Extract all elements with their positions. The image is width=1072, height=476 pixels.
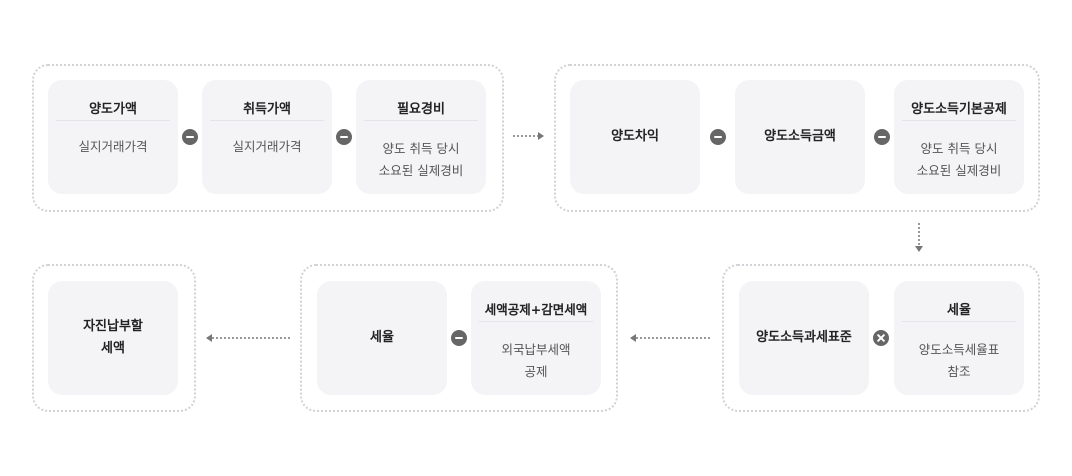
card-acquisition-price: 취득가액 실지거래가격 xyxy=(202,80,332,194)
card-transfer-gain: 양도차익 xyxy=(570,80,700,194)
card-title: 양도소득과세표준 xyxy=(756,330,852,345)
divider xyxy=(210,120,324,121)
card-tax-rate-2: 세율 xyxy=(317,281,447,395)
card-tax-base: 양도소득과세표준 xyxy=(739,281,869,395)
card-basic-deduction: 양도소득기본공제 양도 취득 당시 소요된 실제경비 xyxy=(894,80,1024,194)
divider xyxy=(479,321,593,322)
card-sub: 양도 취득 당시 소요된 실제경비 xyxy=(894,138,1024,182)
dotted-arrow-left-icon xyxy=(206,334,290,342)
card-title: 양도소득금액 xyxy=(764,129,836,144)
card-sub: 양도소득세율표 참조 xyxy=(894,339,1024,383)
sub-line: 실지거래가격 xyxy=(232,139,302,154)
group-price-calculation xyxy=(32,64,504,212)
dotted-arrow-right-icon xyxy=(513,132,544,140)
card-sub: 양도 취득 당시 소요된 실제경비 xyxy=(356,138,486,182)
sub-line: 외국납부세액 xyxy=(501,342,571,357)
card-tax-credit: 세액공제+감면세액 외국납부세액 공제 xyxy=(471,281,601,395)
sub-line: 참조 xyxy=(947,364,971,379)
divider xyxy=(364,120,478,121)
times-circle-icon xyxy=(873,330,889,346)
card-tax-rate: 세율 양도소득세율표 참조 xyxy=(894,281,1024,395)
sub-line: 양도소득세율표 xyxy=(918,342,1000,357)
sub-line: 양도 취득 당시 xyxy=(920,141,998,156)
card-title: 양도차익 xyxy=(611,129,659,144)
card-transfer-income: 양도소득금액 xyxy=(735,80,865,194)
sub-line: 공제 xyxy=(524,364,548,379)
card-title: 필요경비 xyxy=(397,102,445,117)
card-necessary-expenses: 필요경비 양도 취득 당시 소요된 실제경비 xyxy=(356,80,486,194)
card-title: 세액공제+감면세액 xyxy=(484,302,588,317)
card-title: 양도가액 xyxy=(89,102,137,117)
sub-line: 소요된 실제경비 xyxy=(378,163,464,178)
card-title: 자진납부할 세액 xyxy=(48,316,178,360)
card-title: 세율 xyxy=(947,303,971,318)
minus-circle-icon xyxy=(336,129,352,145)
minus-circle-icon xyxy=(874,129,890,145)
dotted-arrow-left-icon xyxy=(630,334,712,342)
card-sub: 실지거래가격 xyxy=(48,136,178,158)
card-sub: 실지거래가격 xyxy=(202,136,332,158)
sub-line: 양도 취득 당시 xyxy=(382,141,460,156)
card-title: 양도소득기본공제 xyxy=(911,102,1007,117)
title-line: 세액 xyxy=(101,341,125,356)
minus-circle-icon xyxy=(182,129,198,145)
divider xyxy=(902,120,1016,121)
sub-line: 소요된 실제경비 xyxy=(916,163,1002,178)
card-sub: 외국납부세액 공제 xyxy=(471,339,601,383)
group-tax-credit xyxy=(300,264,618,412)
group-self-payment xyxy=(32,264,196,412)
sub-line: 실지거래가격 xyxy=(78,139,148,154)
divider xyxy=(56,120,170,121)
divider xyxy=(902,321,1016,322)
group-transfer-income xyxy=(554,64,1040,212)
title-line: 자진납부할 xyxy=(83,319,143,334)
minus-circle-icon xyxy=(451,330,467,346)
card-title: 취득가액 xyxy=(243,102,291,117)
minus-circle-icon xyxy=(710,129,726,145)
card-yangdo-price: 양도가액 실지거래가격 xyxy=(48,80,178,194)
group-tax-base xyxy=(722,264,1040,412)
dotted-arrow-down-icon xyxy=(915,223,923,252)
card-self-payment: 자진납부할 세액 xyxy=(48,281,178,395)
card-title: 세율 xyxy=(370,330,394,345)
